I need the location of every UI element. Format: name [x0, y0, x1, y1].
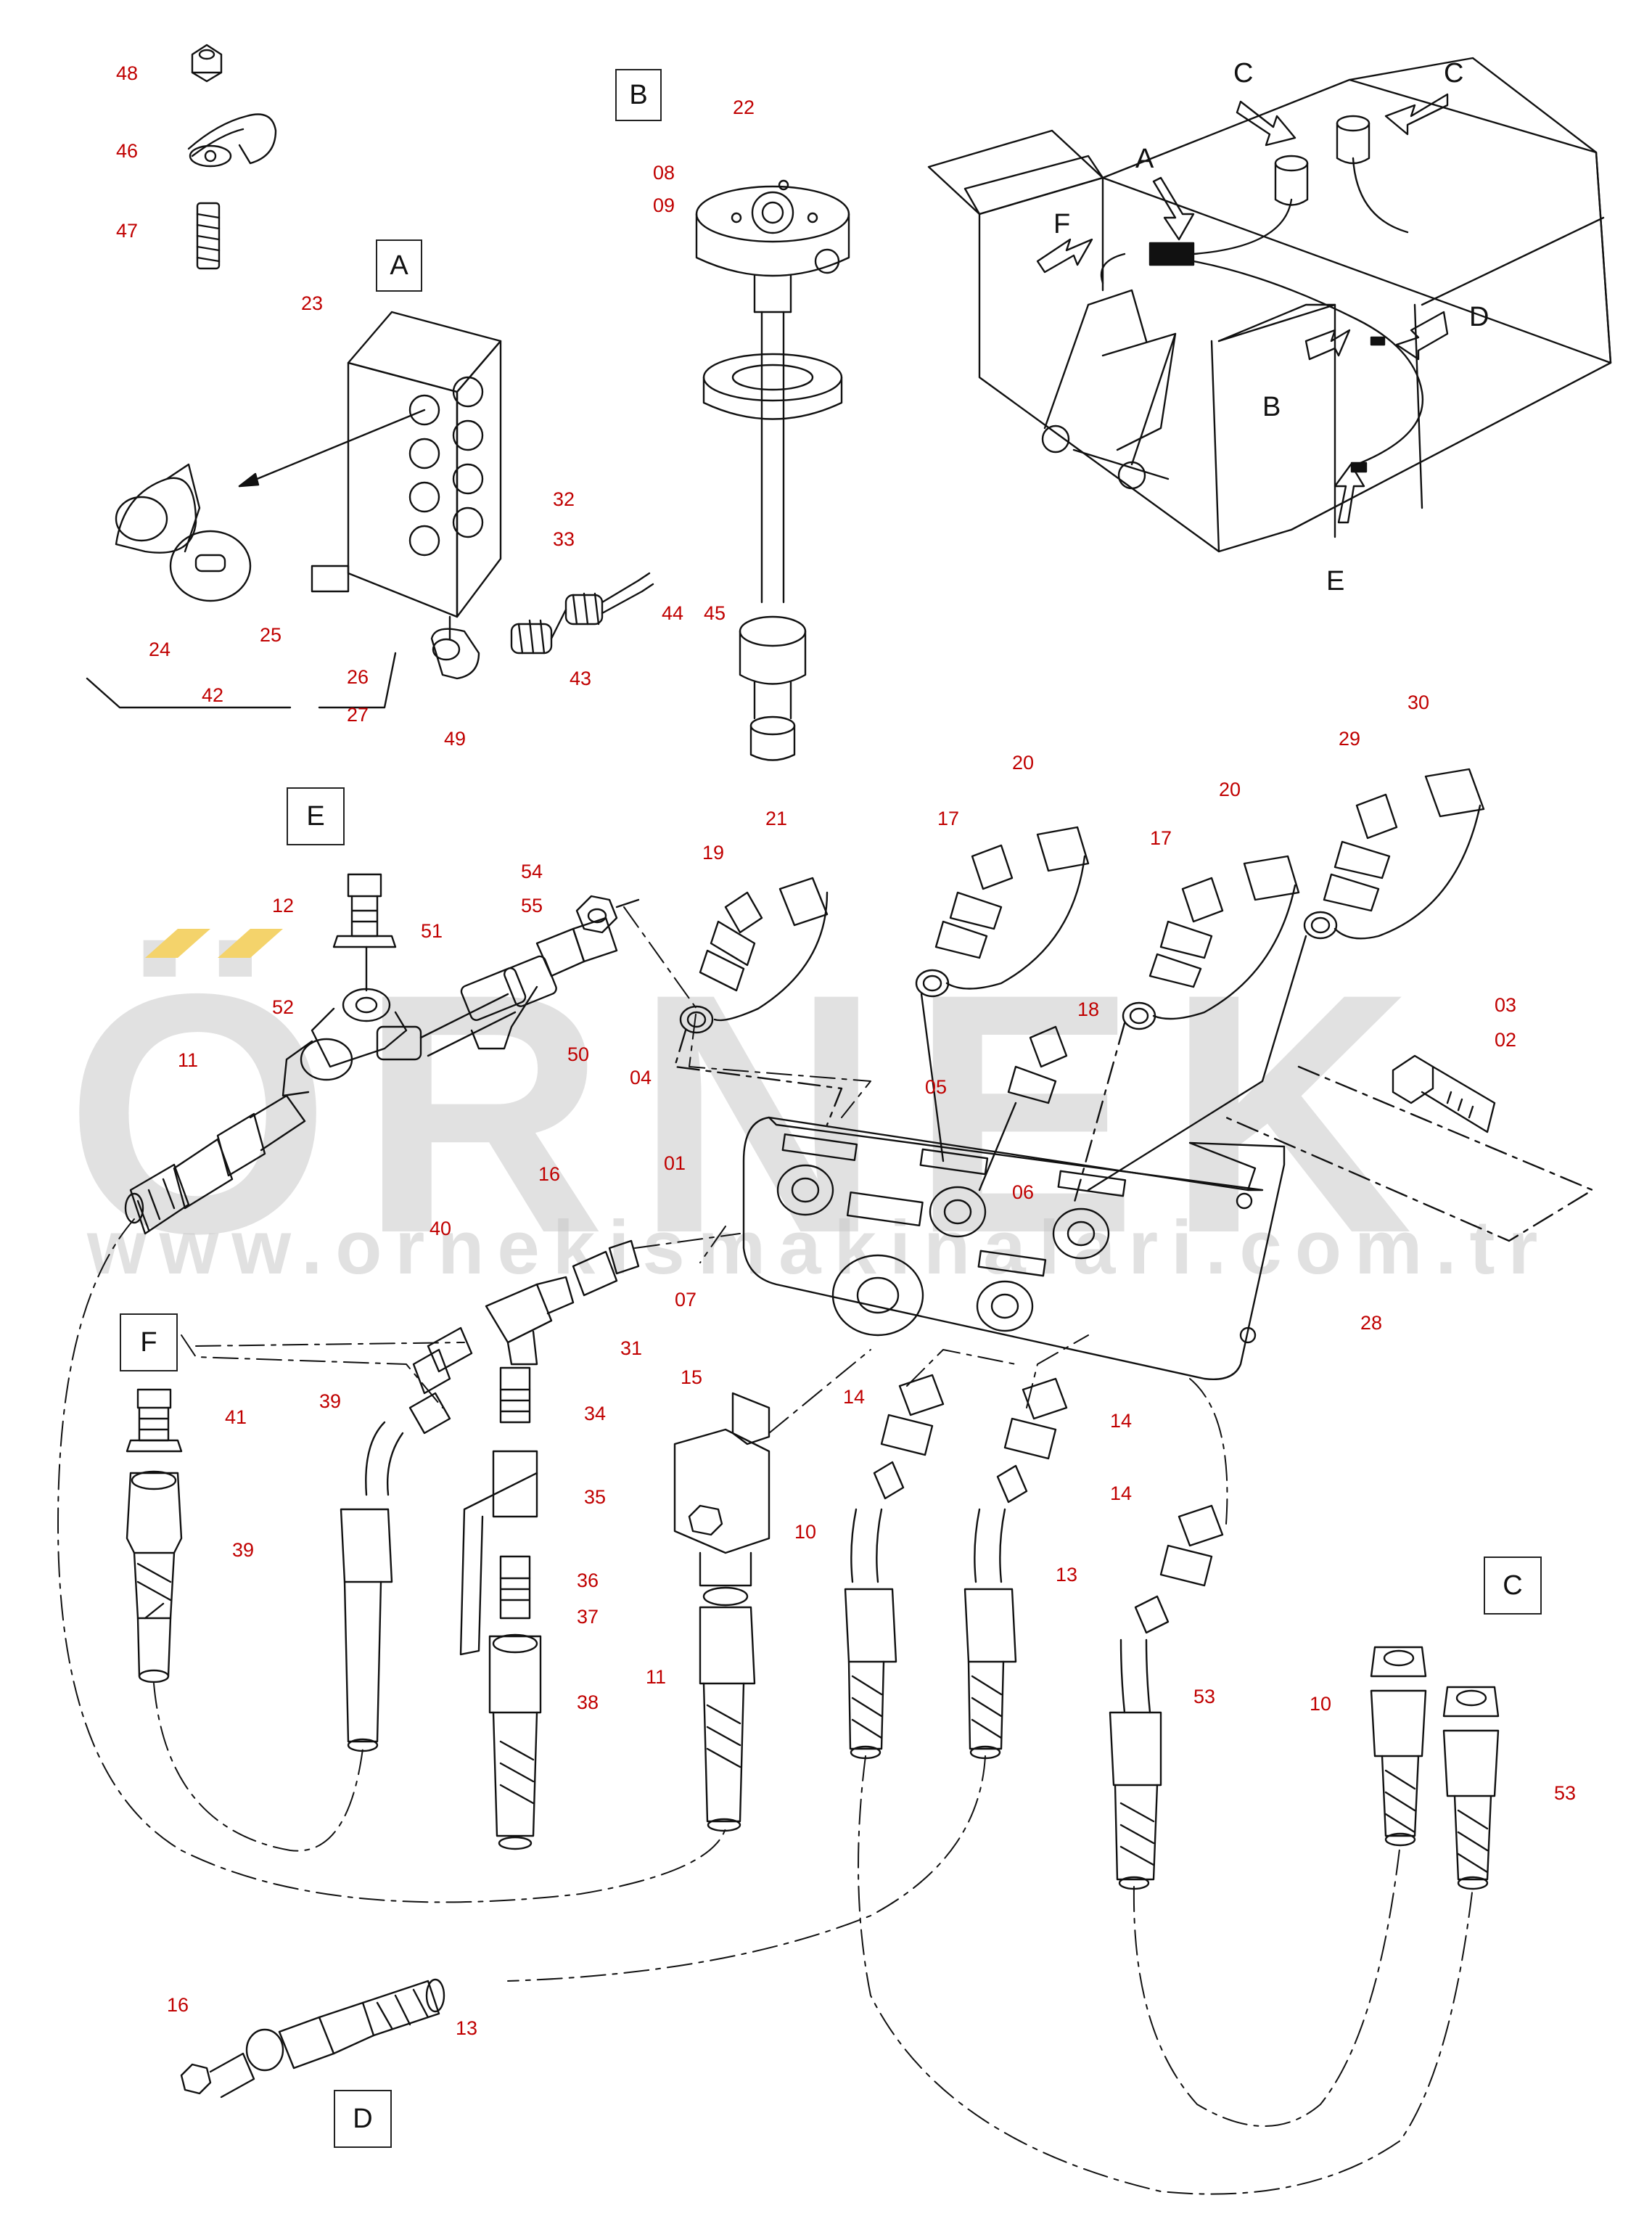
callout-03: 03: [1495, 994, 1517, 1016]
callout-52: 52: [272, 996, 295, 1018]
machine-overview: [927, 57, 1612, 553]
callout-07: 07: [675, 1289, 697, 1311]
callout-36: 36: [577, 1570, 599, 1591]
callout-40: 40: [430, 1218, 452, 1239]
bolt: [1225, 1054, 1594, 1242]
callout-23: 23: [301, 292, 324, 314]
callout-48: 48: [116, 62, 139, 84]
callout-14b: 14: [1110, 1410, 1133, 1432]
view-letter-c1: C: [1233, 58, 1254, 89]
section-box-d: D: [334, 2090, 392, 2148]
fitting-assembly-e: [124, 873, 640, 1235]
callout-13b: 13: [456, 2017, 478, 2039]
section-box-a: A: [376, 239, 422, 292]
manifold-plate: [742, 1116, 1286, 1380]
callout-17b: 17: [1150, 827, 1172, 849]
callout-42: 42: [202, 684, 224, 706]
coupler-row: [673, 768, 1485, 1206]
callout-16b: 16: [167, 1994, 189, 2016]
callout-11b: 11: [646, 1666, 667, 1688]
callout-41: 41: [225, 1406, 247, 1428]
section-box-e: E: [287, 787, 345, 845]
callout-10a: 10: [794, 1521, 817, 1543]
callout-39a: 39: [319, 1390, 342, 1412]
callout-54: 54: [521, 861, 543, 882]
control-box: [86, 311, 654, 709]
callout-05: 05: [925, 1076, 948, 1098]
callout-21: 21: [765, 808, 788, 829]
callout-20b: 20: [1219, 779, 1241, 800]
callout-11a: 11: [178, 1049, 199, 1071]
callout-04: 04: [630, 1067, 652, 1088]
watermark-url: www.ornekismakinalari.com.tr: [87, 1205, 1551, 1290]
view-letter-f: F: [1053, 209, 1071, 239]
callout-51: 51: [421, 920, 443, 942]
view-letter-c2: C: [1444, 58, 1464, 89]
callout-14c: 14: [1110, 1482, 1133, 1504]
callout-24: 24: [149, 639, 171, 660]
callout-12: 12: [272, 895, 295, 916]
callout-27: 27: [347, 704, 369, 726]
callout-49: 49: [444, 728, 467, 750]
routing-lines: [57, 906, 1474, 2195]
view-letter-b: B: [1262, 392, 1281, 422]
callout-53a: 53: [1193, 1686, 1216, 1707]
callout-29: 29: [1339, 728, 1361, 750]
callout-01: 01: [664, 1152, 686, 1174]
callout-14a: 14: [843, 1386, 866, 1408]
hose-group: [126, 1239, 1500, 2099]
view-letter-d: D: [1469, 302, 1489, 332]
callout-44: 44: [662, 602, 684, 624]
callout-38: 38: [577, 1691, 599, 1713]
callout-26: 26: [347, 666, 369, 688]
callout-30: 30: [1408, 692, 1430, 713]
callout-25: 25: [260, 624, 282, 646]
callout-13a: 13: [1056, 1564, 1078, 1586]
clip-assembly: [187, 44, 277, 270]
callout-35: 35: [584, 1486, 607, 1508]
callout-08: 08: [653, 162, 675, 184]
callout-34: 34: [584, 1403, 607, 1424]
watermark-brand: ÖRNEK: [65, 923, 1442, 1304]
callout-46: 46: [116, 140, 139, 162]
callout-06: 06: [1012, 1181, 1035, 1203]
callout-22: 22: [733, 97, 755, 118]
callout-33: 33: [553, 528, 575, 550]
callout-19: 19: [702, 842, 725, 864]
view-letter-a: A: [1135, 144, 1154, 174]
callout-20a: 20: [1012, 752, 1035, 774]
section-box-f: F: [120, 1313, 178, 1371]
callout-28: 28: [1360, 1312, 1383, 1334]
callout-55: 55: [521, 895, 543, 916]
view-letter-e: E: [1326, 566, 1345, 596]
callout-16a: 16: [538, 1163, 561, 1185]
callout-02: 02: [1495, 1029, 1517, 1051]
callout-32: 32: [553, 488, 575, 510]
callout-45: 45: [704, 602, 726, 624]
callout-43: 43: [570, 668, 592, 689]
section-box-b: B: [615, 69, 662, 121]
callout-50: 50: [567, 1043, 590, 1065]
section-box-c: C: [1484, 1556, 1542, 1615]
callout-47: 47: [116, 220, 139, 242]
callout-18: 18: [1077, 998, 1100, 1020]
callout-17a: 17: [937, 808, 960, 829]
level-sensor-shaft: [695, 179, 850, 761]
callout-53b: 53: [1554, 1782, 1577, 1804]
callout-39b: 39: [232, 1539, 255, 1561]
callout-31: 31: [620, 1337, 643, 1359]
callout-10b: 10: [1310, 1693, 1332, 1715]
callout-09: 09: [653, 194, 675, 216]
callout-15: 15: [681, 1366, 703, 1388]
callout-37: 37: [577, 1606, 599, 1628]
